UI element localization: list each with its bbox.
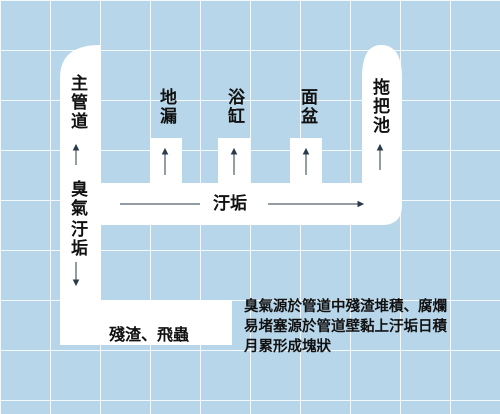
label-main-pipe: 主管道 [67, 74, 87, 131]
pipe-body [60, 45, 402, 345]
label-bathtub: 浴缸 [224, 88, 244, 126]
arrow-main-up-head [72, 143, 80, 151]
branch-floor-drain [150, 138, 182, 188]
label-basin: 面盆 [297, 88, 317, 126]
note-line-2: 易堵塞源於管道壁黏上汙垢日積 [244, 319, 447, 335]
note-line-3: 月累形成塊狀 [244, 339, 331, 355]
arrow-right-flow-head [357, 200, 365, 208]
label-grime-center: 汙垢 [213, 194, 247, 214]
explanation-note: 臭氣源於管道中殘渣堆積、腐爛 易堵塞源於管道壁黏上汙垢日積 月累形成塊狀 [244, 297, 447, 357]
arrow-mop-sink-head [376, 143, 384, 151]
label-odor: 臭氣 [67, 180, 87, 218]
label-residue: 殘渣、飛蟲 [109, 325, 190, 344]
label-floor-drain: 地漏 [156, 88, 176, 126]
label-grime-left: 汙垢 [67, 220, 87, 258]
note-line-1: 臭氣源於管道中殘渣堆積、腐爛 [244, 299, 447, 315]
arrow-floor-drain-head [161, 147, 169, 155]
arrow-bathtub-head [230, 147, 238, 155]
label-mop-sink: 拖把池 [369, 78, 389, 135]
arrow-main-down-head [72, 279, 80, 287]
arrow-basin-head [302, 147, 310, 155]
